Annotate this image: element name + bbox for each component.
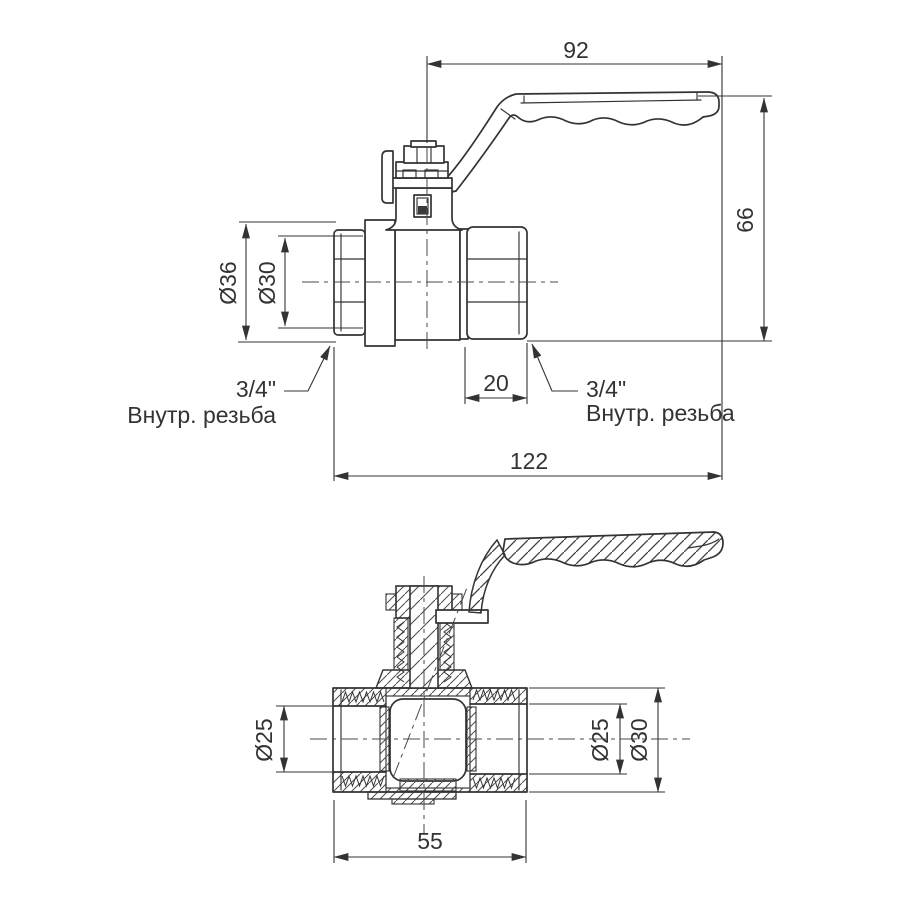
valve-handle-side	[436, 91, 720, 193]
dim-overall-height: 66	[527, 95, 772, 342]
label-left-thread-size: 3/4"	[236, 376, 276, 402]
label-left-thread-type: Внутр. резьба	[127, 402, 276, 428]
seat-bottom	[399, 778, 457, 792]
label-right-thread: 3/4" Внутр. резьба	[531, 343, 735, 426]
valve-body-section	[332, 687, 528, 805]
dim-overall-length-label: 122	[510, 448, 548, 474]
dim-bore-right-label: Ø25	[587, 718, 613, 761]
valve-stem-side	[381, 140, 463, 231]
section-view: Ø25 Ø25 Ø30 55	[251, 531, 724, 863]
valve-handle-section	[435, 531, 724, 624]
dim-body-od-label: Ø36	[215, 261, 241, 304]
dim-bore-left: Ø25	[251, 705, 334, 773]
label-right-thread-size: 3/4"	[586, 376, 626, 402]
valve-body-side	[333, 219, 528, 347]
dim-thread-depth-label: 20	[483, 370, 509, 396]
ball	[389, 698, 467, 782]
stem-slot	[418, 206, 427, 214]
dim-thread-depth: 20	[464, 343, 528, 404]
dim-bore-left-label: Ø25	[251, 718, 277, 761]
dim-overall-height-label: 66	[732, 207, 758, 233]
dim-overall-length: 122	[333, 347, 723, 481]
dim-bore-right: Ø25	[529, 703, 627, 775]
dim-body-length: 55	[333, 800, 527, 863]
dim-thread-od: Ø30	[254, 235, 363, 329]
dim-body-od: Ø36	[215, 221, 336, 343]
dim-port-od-label: Ø30	[626, 718, 652, 761]
dim-body-length-label: 55	[417, 828, 443, 854]
label-left-thread: 3/4" Внутр. резьба	[127, 345, 331, 428]
centerline-diagonal-section	[392, 584, 469, 779]
dim-handle-length: 92	[426, 37, 723, 480]
dim-handle-length-label: 92	[563, 37, 589, 63]
dim-thread-od-label: Ø30	[254, 261, 280, 304]
bottom-boss	[367, 791, 457, 800]
label-right-thread-type: Внутр. резьба	[586, 400, 735, 426]
side-view: 92 66 Ø36 Ø30 20	[127, 37, 772, 481]
dim-port-od: Ø30	[529, 687, 665, 793]
bottom-boss-step	[391, 798, 435, 805]
